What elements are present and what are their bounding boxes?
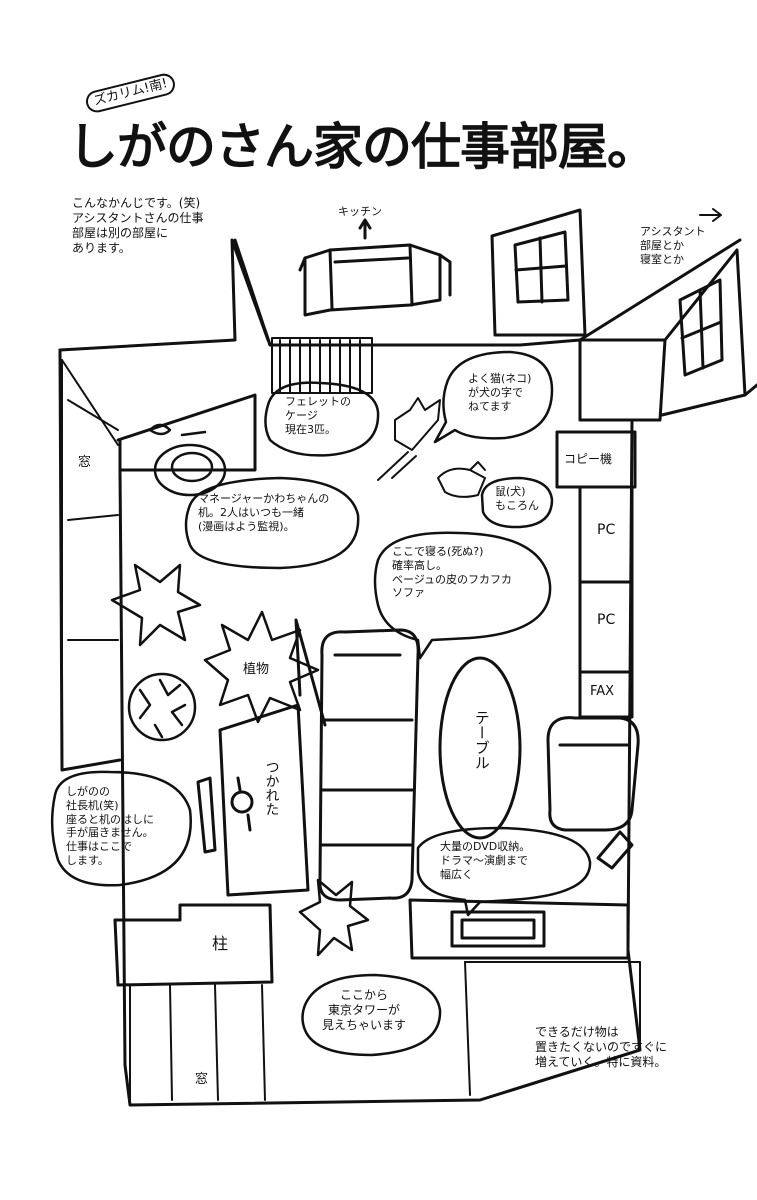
pillar bbox=[113, 903, 274, 987]
note-cat: よく猫(ネコ) が犬の字で ねてます bbox=[468, 372, 532, 413]
shiga-desk bbox=[196, 703, 310, 897]
note-dog: 鼠(犬) もころん bbox=[495, 485, 539, 512]
note-dvd: 大量のDVD収納。 ドラマ〜演劇まで 幅広く bbox=[440, 840, 531, 881]
page-title: しがのさん家の仕事部屋。 bbox=[68, 118, 657, 176]
plant-pot bbox=[127, 672, 197, 742]
top-door bbox=[490, 208, 587, 337]
table-ellipse bbox=[438, 656, 522, 840]
small-item bbox=[596, 830, 634, 870]
starburst-left bbox=[110, 563, 202, 647]
cat-sketch bbox=[377, 397, 441, 481]
note-sofa: ここで寝る(死ぬ?) 確率高し。 ベージュの皮のフカフカ ソファ bbox=[392, 545, 513, 600]
left-window bbox=[61, 359, 119, 771]
note-intro: こんなかんじです。(笑) アシスタントさんの仕事 部屋は別の部屋に あります。 bbox=[72, 196, 204, 255]
label-window-left: 窓 bbox=[78, 455, 92, 470]
arrow-icon bbox=[699, 208, 722, 222]
label-copy-machine: コピー機 bbox=[564, 452, 613, 466]
label-table: テーブル bbox=[472, 710, 491, 770]
right-window bbox=[678, 278, 724, 377]
note-ferret: フェレットの ケージ 現在3匹。 bbox=[285, 395, 351, 436]
room-walls bbox=[58, 238, 757, 1107]
starburst-bottom bbox=[298, 878, 370, 957]
dog-sketch bbox=[437, 461, 486, 498]
starburst-plant bbox=[203, 610, 320, 724]
armchair bbox=[546, 716, 640, 832]
dvd-shelf bbox=[408, 898, 630, 960]
label-fax: FAX bbox=[590, 684, 615, 699]
bottom-window bbox=[129, 961, 641, 1101]
note-assistant-room: アシスタント 部屋とか 寝室とか bbox=[640, 225, 706, 266]
label-plant: 植物 bbox=[243, 662, 270, 677]
note-tired: つかれた bbox=[263, 760, 280, 816]
manager-chair bbox=[148, 423, 227, 497]
equipment-rack bbox=[555, 430, 637, 719]
sofa bbox=[318, 628, 420, 902]
note-kitchen: キッチン bbox=[338, 205, 382, 218]
kitchen-window bbox=[298, 218, 452, 317]
speech-bubbles bbox=[50, 350, 592, 1057]
label-window-bottom: 窓 bbox=[195, 1072, 209, 1087]
ferret-cage bbox=[271, 337, 373, 394]
note-bottom: できるだけ物は 置きたくないのですぐに 増えていく。特に資料。 bbox=[535, 1025, 668, 1069]
note-manager-desk: マネージャーかわちゃんの 机。2人はいつも一緒 (漫画はよう監視)。 bbox=[198, 492, 330, 533]
note-tokyo-tower: ここから 東京タワーが 見えちゃいます bbox=[322, 988, 407, 1032]
label-pillar: 柱 bbox=[212, 934, 229, 953]
note-shiga-desk: しがのの 社長机(笑) 座ると机のはしに 手が届きません。 仕事はここで します… bbox=[66, 785, 154, 867]
label-pc-1: PC bbox=[597, 522, 616, 538]
label-pc-2: PC bbox=[597, 612, 616, 628]
